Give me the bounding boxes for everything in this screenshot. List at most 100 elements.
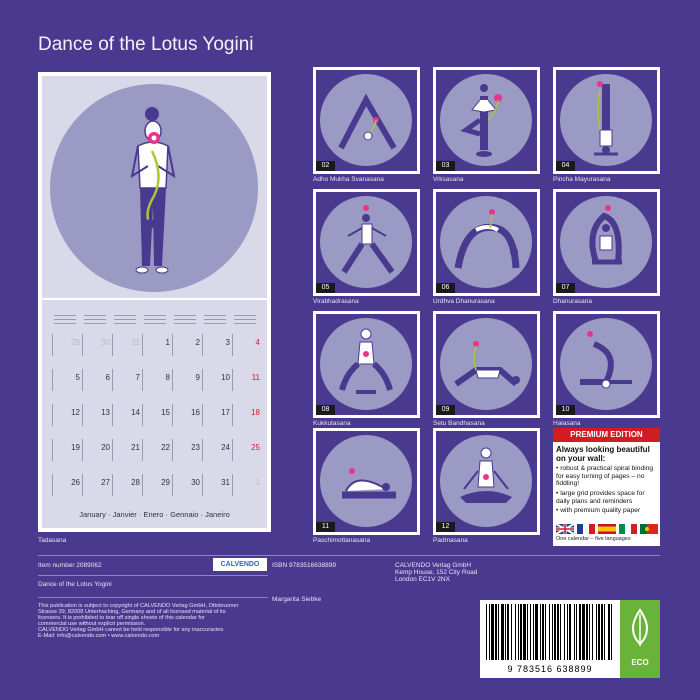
- day-cell: 9: [172, 369, 203, 391]
- day-cell: 6: [82, 369, 113, 391]
- day-cell: 25: [232, 439, 263, 461]
- barcode-bar: [608, 604, 610, 660]
- pose-illustration: [440, 318, 532, 410]
- thumbnail-caption: Setu Bandhasana: [433, 420, 485, 427]
- thumbnail-caption: Halasana: [553, 420, 581, 427]
- barcode-bar: [527, 604, 528, 660]
- pose-illustration: [560, 74, 652, 166]
- legal-line: Strasse 39, 82008 Unterhaching, Germany …: [38, 609, 226, 615]
- thumbnail-caption: Kukkutasana: [313, 420, 351, 427]
- day-cell: 5: [52, 369, 83, 391]
- author: Margarita Siebke: [272, 596, 322, 603]
- barcode-bar: [518, 604, 519, 660]
- day-cell: 29: [52, 334, 83, 356]
- legal-line: CALVENDO Verlag GmbH cannot be held resp…: [38, 627, 225, 633]
- calvendo-logo: CALVENDO: [213, 558, 267, 571]
- barcode-bar: [515, 604, 516, 660]
- thumbnail-07: 07: [553, 189, 660, 296]
- languages-note: One calendar – five languages: [556, 536, 631, 542]
- barcode-bar: [530, 604, 531, 660]
- barcode-bar: [549, 604, 550, 660]
- premium-feature: • large grid provides space for daily pl…: [556, 490, 645, 505]
- thumbnail-11: 11: [313, 428, 420, 535]
- main-page: 29 30 31 1 2 3 4 5 6 7 8 9 10 11 12 13 1…: [38, 72, 271, 532]
- thumbnail-08: 08: [313, 311, 420, 418]
- day-cell: 13: [82, 404, 113, 426]
- pose-illustration: [320, 435, 412, 527]
- page-number: 09: [436, 405, 455, 415]
- day-cell: 15: [142, 404, 173, 426]
- day-cell: 30: [82, 334, 113, 356]
- page-number: 08: [316, 405, 335, 415]
- day-cell: 4: [232, 334, 263, 356]
- day-cell: 1: [232, 474, 263, 496]
- thumbnail-caption: Dhanurasana: [553, 298, 593, 305]
- calendar-grid: 29 30 31 1 2 3 4 5 6 7 8 9 10 11 12 13 1…: [42, 300, 267, 528]
- publisher-line: CALVENDO Verlag GmbH: [395, 562, 472, 569]
- barcode-bar: [576, 604, 577, 660]
- barcode-bar: [498, 604, 499, 660]
- day-cell: 31: [112, 334, 143, 356]
- barcode-bar: [554, 604, 556, 660]
- uk-flag-icon: [556, 524, 574, 534]
- publisher-line: Kemp House, 152 City Road: [395, 569, 478, 576]
- page-number: 07: [556, 283, 575, 293]
- barcode-bar: [535, 604, 538, 660]
- day-cell: 31: [202, 474, 233, 496]
- day-cell: 8: [142, 369, 173, 391]
- page-number: 10: [556, 405, 575, 415]
- barcode: 9 783516 638899: [480, 600, 620, 678]
- thumbnail-10: 10: [553, 311, 660, 418]
- page-number: 02: [316, 161, 335, 171]
- day-cell: 26: [52, 474, 83, 496]
- publisher-line: London EC1V 2NX: [395, 576, 450, 583]
- barcode-bar: [523, 604, 526, 660]
- thumbnail-caption: Padmasana: [433, 537, 468, 544]
- day-cell: 2: [172, 334, 203, 356]
- day-cell: 24: [202, 439, 233, 461]
- legal-line: This publication is subject to copyright…: [38, 603, 239, 609]
- thumbnail-caption: Paschimottanasana: [313, 537, 371, 544]
- language-flags: [556, 524, 658, 534]
- product-title: Dance of the Lotus Yogini: [38, 581, 112, 588]
- pose-illustration: [440, 196, 532, 288]
- barcode-bar: [505, 604, 506, 660]
- day-cell: 29: [142, 474, 173, 496]
- thumbnail-caption: Adho Mukha Svanasana: [313, 176, 384, 183]
- barcode-bars: [486, 604, 612, 660]
- tadasana-illustration: [50, 84, 258, 292]
- item-number: Item number 2089062: [38, 562, 102, 569]
- eco-badge: ECO: [620, 600, 660, 678]
- calendar-title: Dance of the Lotus Yogini: [38, 34, 254, 55]
- day-cell: 1: [142, 334, 173, 356]
- barcode-bar: [560, 604, 561, 660]
- pose-illustration: [320, 74, 412, 166]
- barcode-digits: 9 783516 638899: [507, 664, 593, 674]
- page-number: 11: [316, 522, 335, 532]
- day-cell: 14: [112, 404, 143, 426]
- day-cell: 20: [82, 439, 113, 461]
- barcode-bar: [569, 604, 571, 660]
- page-number: 04: [556, 161, 575, 171]
- day-cell: 3: [202, 334, 233, 356]
- isbn: ISBN 9783516638899: [272, 562, 336, 569]
- spain-flag-icon: [598, 524, 616, 534]
- pose-illustration: [320, 318, 412, 410]
- premium-intro: Always looking beautiful on your wall:: [556, 445, 650, 463]
- barcode-bar: [611, 604, 612, 660]
- day-cell: 12: [52, 404, 83, 426]
- barcode-bar: [557, 604, 559, 660]
- barcode-bar: [501, 604, 504, 660]
- barcode-bar: [579, 604, 581, 660]
- day-cell: 16: [172, 404, 203, 426]
- portugal-flag-icon: [640, 524, 658, 534]
- barcode-bar: [592, 604, 593, 660]
- day-cell: 18: [232, 404, 263, 426]
- barcode-bar: [486, 604, 487, 660]
- barcode-bar: [601, 604, 603, 660]
- day-cell: 11: [232, 369, 263, 391]
- thumbnail-caption: Pincha Mayurasana: [553, 176, 611, 183]
- day-cell: 27: [82, 474, 113, 496]
- day-cell: 7: [112, 369, 143, 391]
- barcode-bar: [491, 604, 494, 660]
